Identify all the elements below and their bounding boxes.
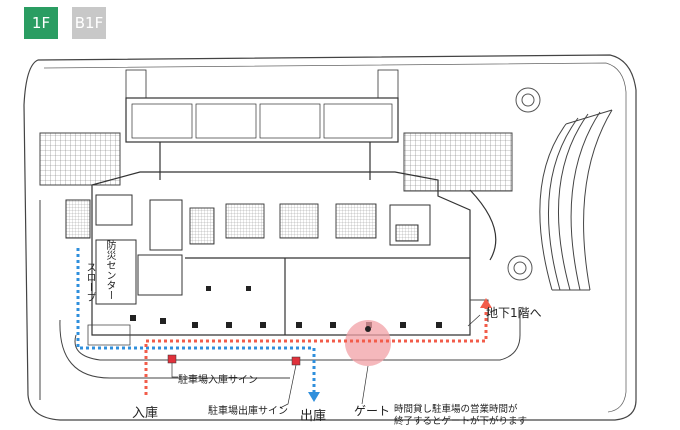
core-rooms [65,194,431,305]
floor-tab-1f[interactable]: 1F [24,7,58,39]
exit-sign-label: 駐車場出庫サイン [208,406,288,417]
driveway [39,200,521,400]
gate-label: ゲート [354,404,391,418]
gate-marker [345,320,391,366]
entry-sign-marker [167,354,177,364]
entry-route [144,306,488,395]
gate-note-line2: 終了するとゲートが下がります [394,416,528,427]
bousai-center-label: 防災センター [104,240,115,300]
exit-arrow-icon [308,392,320,402]
entry-arrow-icon [480,298,492,308]
tree-icon [507,87,541,281]
to-b1-label: 地下1階へ [486,306,542,320]
building-north [125,69,399,180]
entry-sign-label: 駐車場入庫サイン [178,375,258,386]
grid-block-left [39,132,121,186]
east-wall [469,189,497,261]
floor-tab-b1f[interactable]: B1F [72,7,106,39]
exit-sign-marker [291,356,301,366]
entry-label: 入庫 [132,406,159,421]
pillars [130,286,442,328]
building-hall [91,171,471,336]
gate-note-line1: 時間貸し駐車場の営業時間が [394,404,518,415]
exit-label: 出庫 [300,409,327,424]
grid-block-right [403,132,513,192]
elevator-banks [189,203,377,245]
site-outline [23,54,637,421]
exit-route [76,248,316,395]
canopy [539,109,613,291]
slope-label: スロープ [84,262,95,302]
